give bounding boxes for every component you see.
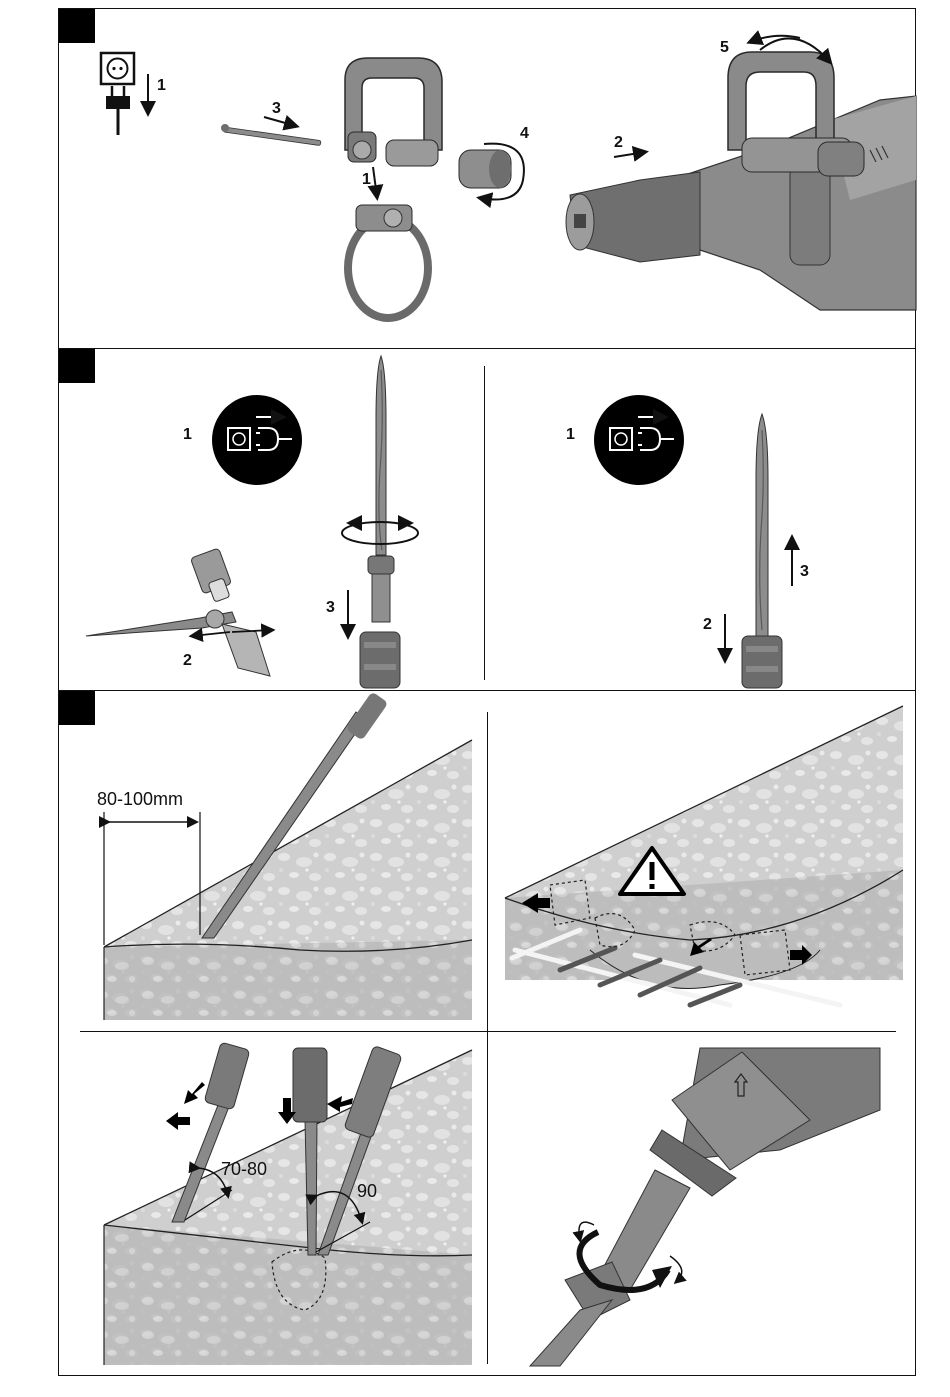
grease-tube — [190, 548, 231, 602]
fig2-left-step-grease: 2 — [183, 653, 192, 669]
socket-icon — [101, 53, 134, 84]
fig1-step-rotate: 5 — [720, 40, 729, 56]
handle-pin — [221, 124, 321, 146]
fig1-step-mount: 2 — [614, 135, 623, 151]
fig2-right-step-unplug: 1 — [566, 427, 575, 443]
fig1-step-unplug: 1 — [157, 78, 166, 94]
fig1-step-pin: 3 — [272, 101, 281, 117]
edge-distance-label: 80-100mm — [97, 790, 183, 808]
chuck-right — [742, 636, 782, 688]
clamp-band — [348, 205, 428, 318]
chuck-closeup — [650, 1048, 880, 1196]
fig2-right-step-pull: 2 — [703, 617, 712, 633]
angle-90-label: 90 — [357, 1182, 377, 1200]
angle-70-80-label: 70-80 — [221, 1160, 267, 1178]
chisel-remove — [756, 414, 768, 640]
concrete-slab-top-left — [104, 740, 472, 1020]
fig2-left-step-insert: 3 — [326, 600, 335, 616]
side-handle — [345, 58, 442, 166]
fig2-left-step-unplug: 1 — [183, 427, 192, 443]
chisel-cleaning — [86, 610, 236, 636]
plug-icon — [106, 86, 130, 135]
concrete-slab-top-right — [505, 706, 903, 988]
locking-knob — [459, 150, 511, 188]
fig2-right-step-remove: 3 — [800, 564, 809, 580]
chisel-insert — [368, 356, 394, 622]
fig1-step-knob: 4 — [520, 126, 529, 142]
unplug-icon-left — [212, 395, 302, 485]
concrete-slab-bottom-left — [104, 1050, 472, 1365]
chuck-left — [360, 632, 400, 688]
fig1-step-band: 1 — [362, 172, 371, 188]
mounted-side-handle — [728, 52, 864, 176]
unplug-icon-right — [594, 395, 684, 485]
